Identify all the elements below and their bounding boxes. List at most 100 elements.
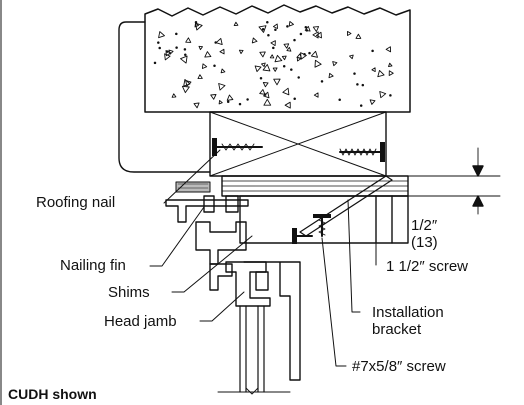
aggregate-triangle	[388, 62, 393, 67]
aggregate-dot	[183, 48, 187, 51]
aggregate-triangle	[193, 102, 200, 109]
aggregate-dot	[213, 64, 216, 68]
aggregate-dot	[293, 38, 296, 42]
leader-roofing-nail	[163, 149, 221, 204]
aggregate-triangle	[284, 101, 291, 109]
aggregate-triangle	[219, 48, 225, 55]
aggregate-triangle	[218, 83, 226, 91]
aggregate-triangle	[288, 21, 294, 27]
aggregate-triangle	[158, 31, 165, 39]
aggregate-dot	[299, 32, 303, 36]
label-nailing-fin: Nailing fin	[60, 257, 126, 274]
aggregate-triangle	[349, 54, 354, 60]
aggregate-dot	[305, 29, 309, 32]
sash-glazing-bead	[255, 271, 269, 291]
aggregate-dot	[356, 83, 359, 86]
label-head-jamb: Head jamb	[104, 313, 177, 330]
aggregate-dot	[157, 41, 160, 44]
aggregate-triangle	[194, 22, 199, 28]
aggregate-dot	[246, 98, 249, 101]
aggregate-triangle	[314, 59, 322, 68]
aggregate-dot	[338, 98, 341, 101]
aggregate-dot	[158, 46, 161, 50]
aggregate-triangle	[315, 31, 322, 39]
wood-buck-cross-b	[209, 111, 387, 177]
roofing-nail-graphic	[212, 138, 263, 156]
aggregate-dot	[184, 53, 187, 57]
aggregate-triangle	[197, 74, 203, 80]
aggregate-triangle	[332, 61, 338, 67]
aggregate-triangle	[262, 64, 271, 72]
aggregate-triangle	[218, 100, 223, 105]
leader-head-jamb	[199, 291, 245, 322]
aggregate-dot	[226, 100, 230, 103]
aggregate-triangle	[262, 82, 269, 88]
aggregate-triangle	[210, 94, 217, 100]
aggregate-triangle	[270, 40, 276, 47]
aggregate-dot	[214, 41, 217, 44]
aggregate-triangle	[313, 92, 319, 98]
bracket-screw-graphic	[292, 228, 313, 244]
aggregate-triangle	[251, 37, 258, 44]
aggregate-triangle	[273, 78, 281, 86]
aggregate-triangle	[180, 55, 188, 64]
aggregate-dot	[297, 76, 300, 79]
leader-bracket	[347, 199, 361, 313]
label-roofing-nail: Roofing nail	[36, 194, 116, 211]
aggregate-triangle	[272, 67, 278, 72]
label-installation-line2: bracket	[372, 321, 422, 338]
aggregate-triangle	[261, 62, 266, 68]
aggregate-triangle	[201, 63, 208, 69]
aggregate-dot	[175, 32, 178, 36]
aggregate-triangle	[185, 79, 192, 87]
aggregate-triangle	[369, 99, 376, 105]
aggregate-dot	[308, 51, 311, 55]
aggregate-triangle	[220, 68, 226, 74]
aggregate-dot	[261, 27, 265, 31]
installation-bracket-graphic	[299, 175, 393, 237]
aggregate-triangle	[355, 33, 362, 39]
aggregate-dot	[266, 21, 269, 24]
aggregate-triangle	[328, 72, 334, 79]
aggregate-triangle	[198, 45, 203, 51]
aggregate-triangle	[274, 54, 283, 63]
aggregate-dot	[361, 83, 365, 87]
leader-nailing-fin	[149, 206, 205, 267]
aggregate-dot	[263, 93, 267, 96]
aggregate-dot	[153, 61, 157, 65]
aggregate-dot	[304, 26, 308, 29]
aggregate-dot	[359, 104, 363, 107]
aggregate-dot	[166, 50, 169, 53]
head-jamb-body	[239, 195, 409, 244]
aggregate-triangle	[310, 50, 318, 58]
aggregate-triangle	[283, 43, 290, 49]
aggregate-dot	[320, 80, 324, 83]
caption: CUDH shown	[8, 386, 97, 402]
label-dimension-metric: (13)	[411, 234, 438, 251]
aggregate-triangle	[312, 26, 320, 32]
aggregate-triangle	[259, 51, 266, 58]
label-screw-long: 1 1/2″ screw	[386, 258, 469, 275]
aggregate-triangle	[204, 51, 212, 58]
aggregate-dot	[353, 72, 356, 75]
aggregate-triangle	[286, 46, 292, 52]
aggregate-dot	[274, 28, 277, 32]
aggregate-triangle	[233, 21, 239, 26]
concrete-aggregate	[153, 20, 394, 109]
aggregate-dot	[272, 46, 275, 50]
aggregate-triangle	[312, 31, 319, 39]
concrete-header	[144, 4, 411, 113]
glass-unit	[239, 305, 265, 395]
aggregate-triangle	[185, 37, 192, 43]
aggregate-dot	[371, 49, 374, 53]
aggregate-dot	[238, 102, 242, 106]
aggregate-triangle	[296, 56, 302, 62]
label-small-screw: #7x5/8″ screw	[352, 358, 446, 375]
dimension-marker	[407, 147, 501, 215]
aggregate-triangle	[254, 65, 262, 73]
nailing-fin-graphic	[165, 181, 249, 223]
aggregate-triangle	[377, 69, 385, 78]
aggregate-triangle	[171, 93, 177, 98]
